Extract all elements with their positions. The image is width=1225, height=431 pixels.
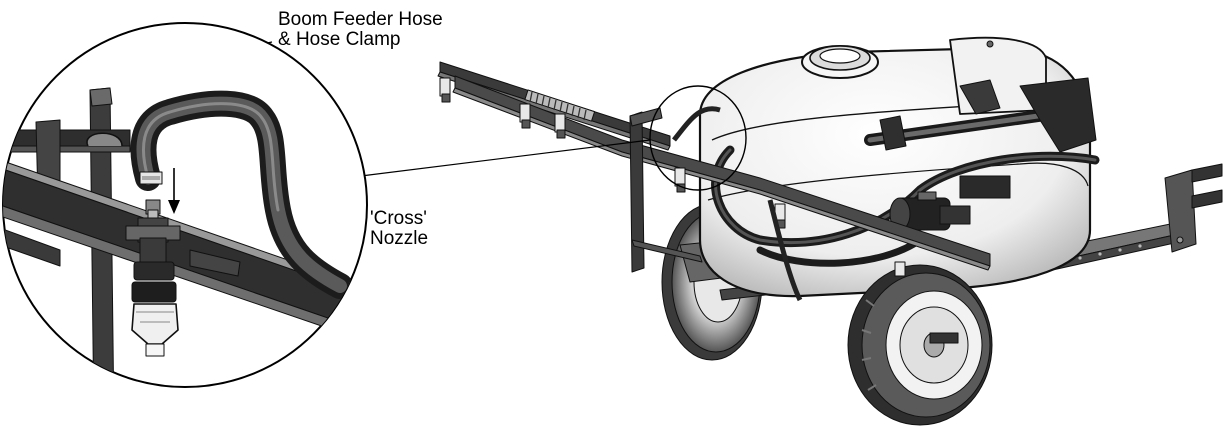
hose-clamp bbox=[139, 171, 163, 185]
cross-nozzle bbox=[125, 217, 181, 357]
nozzle-callout-line1: 'Cross' bbox=[370, 208, 427, 229]
hose-callout-line1: Boom Feeder Hose bbox=[278, 9, 443, 30]
hose-callout-label: Boom Feeder Hose & Hose Clamp bbox=[278, 10, 443, 50]
boom-nozzles bbox=[439, 77, 906, 277]
front-wheel bbox=[847, 264, 993, 426]
nozzle-callout-line2: Nozzle bbox=[370, 228, 429, 249]
spray-tank bbox=[698, 36, 1092, 298]
down-arrow-icon bbox=[168, 168, 180, 214]
sprayer-trailer bbox=[661, 36, 1223, 426]
detail-connector-line bbox=[344, 139, 651, 179]
hose-callout-line2: & Hose Clamp bbox=[278, 29, 401, 50]
nozzle-callout-label: 'Cross' Nozzle bbox=[370, 209, 428, 249]
pump bbox=[889, 175, 1011, 231]
detail-origin-circle bbox=[649, 85, 747, 191]
spray-wand bbox=[864, 77, 1097, 153]
detail-view bbox=[2, 22, 368, 388]
spray-boom bbox=[437, 61, 991, 302]
boom-spring bbox=[524, 89, 596, 122]
